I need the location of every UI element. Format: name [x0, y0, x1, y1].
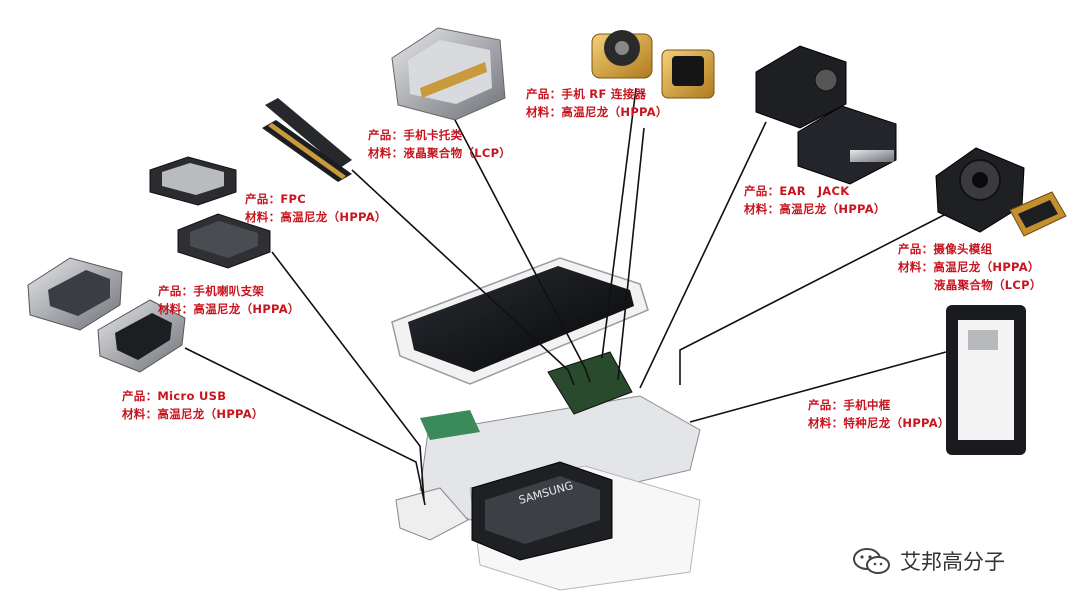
leader-line-fpc — [351, 169, 575, 386]
camera-module-part — [935, 147, 1067, 237]
product-text: 产品：Micro USB — [122, 389, 227, 403]
material-text-2: 液晶聚合物（LCP） — [934, 278, 1042, 292]
label-fpc: 产品：FPC 材料：高温尼龙（HPPA） — [245, 190, 387, 226]
phone-front — [391, 257, 649, 385]
material-text: 材料：高温尼龙（HPPA） — [744, 202, 886, 216]
product-text: 产品：手机卡托类 — [368, 128, 463, 142]
material-text: 材料：高温尼龙（HPPA） — [122, 407, 264, 421]
label-speaker-bracket: 产品：手机喇叭支架 材料：高温尼龙（HPPA） — [158, 282, 300, 318]
leader-line-card-tray — [454, 119, 591, 383]
leader-line-speaker — [271, 251, 425, 501]
leader-line-ear-jack — [639, 121, 767, 389]
sim-tray-part — [391, 27, 506, 121]
label-micro-usb: 产品：Micro USB 材料：高温尼龙（HPPA） — [122, 387, 264, 423]
material-text: 材料：高温尼龙（HPPA） — [898, 260, 1040, 274]
product-text: 产品：手机 RF 连接器 — [526, 87, 647, 101]
material-text: 材料：液晶聚合物（LCP） — [368, 146, 512, 160]
label-camera-module: 产品：摄像头模组 材料：高温尼龙（HPPA） 液晶聚合物（LCP） — [898, 240, 1042, 294]
product-text: 产品：手机中框 — [808, 398, 891, 412]
wechat-icon — [853, 548, 890, 574]
fpc-part — [262, 98, 352, 182]
leader-line-camera — [679, 213, 947, 385]
watermark: 艾邦高分子 — [852, 546, 1005, 576]
leader-line-rf-2 — [601, 87, 637, 359]
ear-jack-part — [755, 45, 897, 185]
middle-frame-part — [946, 305, 1026, 455]
label-card-tray: 产品：手机卡托类 材料：液晶聚合物（LCP） — [368, 126, 511, 162]
rf-connector-part — [591, 30, 715, 99]
micro-usb-part — [27, 257, 186, 373]
material-text: 材料：高温尼龙（HPPA） — [245, 210, 387, 224]
leader-lines — [184, 87, 947, 506]
label-ear-jack: 产品：EAR JACK 材料：高温尼龙（HPPA） — [744, 182, 886, 218]
label-rf-connector: 产品：手机 RF 连接器 材料：高温尼龙（HPPA） — [526, 85, 668, 121]
product-text: 产品：摄像头模组 — [898, 242, 993, 256]
leader-line-rf — [617, 127, 645, 381]
product-text: 产品：FPC — [245, 192, 307, 206]
watermark-text: 艾邦高分子 — [900, 550, 1005, 574]
leader-line-micro-usb — [184, 347, 426, 506]
speaker-part — [149, 156, 271, 269]
material-text: 材料：高温尼龙（HPPA） — [526, 105, 668, 119]
product-text: 产品：EAR JACK — [744, 184, 850, 198]
phone-assembly: SAMSUNG — [395, 351, 701, 591]
label-middle-frame: 产品：手机中框 材料：特种尼龙（HPPA） — [808, 396, 950, 432]
material-text: 材料：特种尼龙（HPPA） — [808, 416, 950, 430]
leader-line-frame — [689, 351, 947, 423]
product-text: 产品：手机喇叭支架 — [158, 284, 265, 298]
material-text: 材料：高温尼龙（HPPA） — [158, 302, 300, 316]
